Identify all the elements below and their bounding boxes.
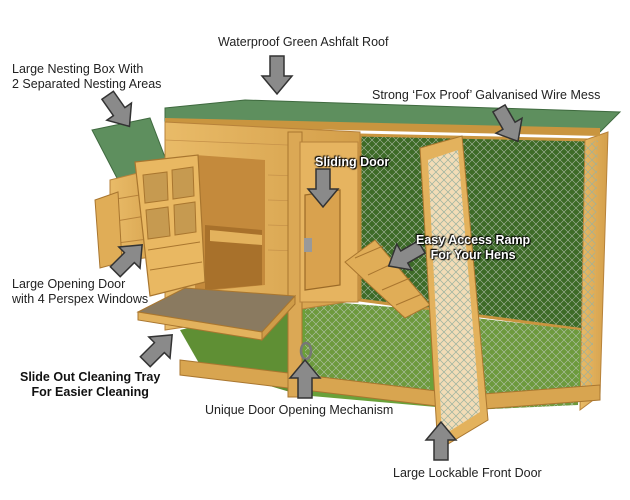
label-wire-mesh: Strong ‘Fox Proof’ Galvanised Wire Mess xyxy=(372,88,601,102)
arrow-roof xyxy=(260,55,294,96)
label-ramp-line1: Easy Access Ramp xyxy=(416,233,531,247)
hen-house xyxy=(164,121,361,398)
arrow-mechanism xyxy=(288,358,322,399)
label-ramp: Easy Access Ramp For Your Hens xyxy=(416,233,530,263)
large-opening-door xyxy=(134,154,206,297)
arrow-nesting-box xyxy=(100,90,133,128)
label-opening-door: Large Opening Door with 4 Perspex Window… xyxy=(12,277,148,307)
label-nesting-box-line1: Large Nesting Box With xyxy=(12,62,144,76)
label-mechanism: Unique Door Opening Mechanism xyxy=(205,403,394,417)
label-roof: Waterproof Green Ashfalt Roof xyxy=(218,35,389,49)
label-opening-door-line2: with 4 Perspex Windows xyxy=(12,292,149,306)
label-tray-line1: Slide Out Cleaning Tray xyxy=(20,370,161,384)
label-opening-door-line1: Large Opening Door xyxy=(12,277,126,291)
front-door xyxy=(419,135,489,451)
arrow-tray xyxy=(139,334,173,368)
arrow-wire-mesh xyxy=(491,103,524,143)
label-nesting-box-line2: 2 Separated Nesting Areas xyxy=(12,77,162,91)
arrow-ramp xyxy=(387,239,427,272)
arrow-opening-door xyxy=(109,244,143,278)
label-sliding-door: Sliding Door xyxy=(315,155,390,169)
wire-mesh-run xyxy=(179,131,609,412)
label-tray-line2: For Easier Cleaning xyxy=(31,385,149,399)
door-mechanism xyxy=(299,238,313,361)
label-nesting-box: Large Nesting Box With 2 Separated Nesti… xyxy=(12,62,161,92)
label-front-door: Large Lockable Front Door xyxy=(393,466,542,480)
label-tray: Slide Out Cleaning Tray For Easier Clean… xyxy=(20,370,160,400)
arrow-front-door xyxy=(424,420,458,461)
arrow-sliding-door xyxy=(306,168,340,209)
label-ramp-line2: For Your Hens xyxy=(430,248,516,262)
cleaning-tray xyxy=(136,287,297,342)
